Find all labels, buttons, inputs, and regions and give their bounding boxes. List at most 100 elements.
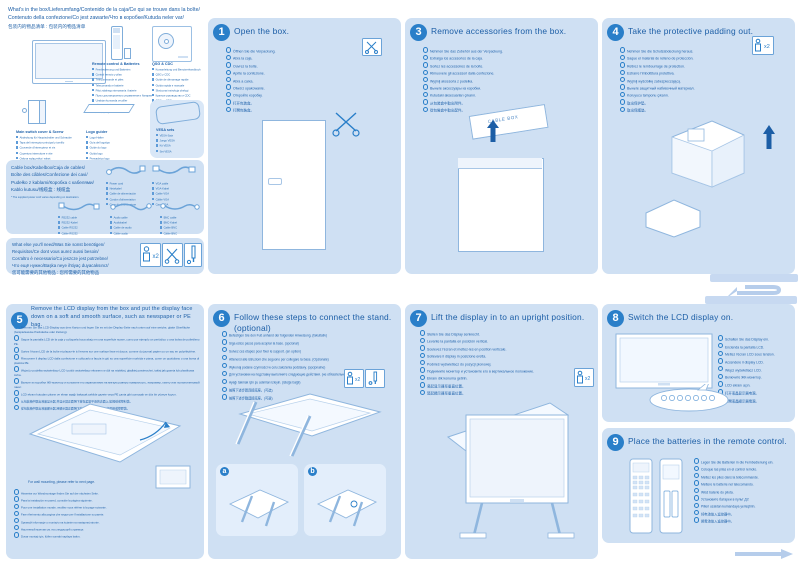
- language-bullet-icon: [694, 510, 700, 516]
- language-bullet-icon: [14, 503, 20, 509]
- step-7-languages: Stellen Sie das Display senkrecht. Levan…: [420, 330, 595, 397]
- bullet-square-icon: [156, 144, 159, 147]
- heading-line-1: What's in the box/Lieferumfang/Contenido…: [8, 7, 200, 13]
- two-persons-icon: x2: [574, 368, 594, 387]
- svg-text:x2: x2: [585, 376, 591, 382]
- language-bullet-icon: [222, 339, 228, 345]
- language-bullet-icon: [222, 347, 228, 353]
- language-bullet-icon: [620, 99, 626, 105]
- bullet-square-icon: [106, 182, 109, 185]
- step-9-badge: 9: [607, 434, 624, 451]
- qsg-cdc-illustration: [152, 26, 192, 62]
- bullet-square-icon: [110, 231, 113, 234]
- bullet-square-icon: [86, 146, 89, 149]
- language-bullet-icon: [718, 358, 724, 364]
- svg-text:x2: x2: [764, 44, 770, 50]
- bullet-square-icon: [58, 216, 61, 219]
- language-bullet-icon: [226, 84, 232, 90]
- remote-front-illustration: [628, 457, 654, 535]
- lcd-display-illustration: [32, 40, 106, 84]
- page-turn-band-bottom: [705, 296, 797, 304]
- language-bullet-icon: [14, 354, 20, 360]
- bullet-square-icon: [152, 192, 155, 195]
- language-bullet-icon: [14, 335, 20, 341]
- bullet-square-icon: [160, 221, 163, 224]
- substep-a-badge: a: [220, 467, 229, 476]
- language-bullet-icon: [222, 394, 228, 400]
- step-8-display-illustration: [614, 332, 714, 390]
- language-bullet-icon: [420, 345, 426, 351]
- bullet-square-icon: [16, 156, 19, 160]
- main-switch-cover-label: Main switch cover & Screw: [16, 130, 64, 134]
- bullet-square-icon: [110, 226, 113, 229]
- bullet-square-icon: [152, 78, 155, 81]
- whats-in-box-heading: What's in the box/Lieferumfang/Contenido…: [8, 6, 203, 30]
- remote-back-battery-illustration: [658, 457, 684, 535]
- vesa-sets-label: VESA sets: [156, 128, 175, 132]
- language-bullet-icon: [14, 390, 20, 396]
- substep-b-illustration: [310, 482, 382, 530]
- language-bullet-icon: [420, 359, 426, 366]
- bullet-square-icon: [156, 149, 159, 152]
- bullet-square-icon: [92, 93, 95, 97]
- control-panel-callout: [648, 379, 730, 412]
- lower-padding-illustration: [638, 195, 708, 239]
- language-bullet-icon: [620, 76, 626, 83]
- cable-box-heading: Cable box/Kabelbox/Caja de cables/ Boîte…: [11, 165, 94, 193]
- batteries-illustration: [124, 48, 131, 59]
- language-bullet-icon: [620, 54, 626, 61]
- step-5-title: Remove the LCD display from the box and …: [31, 306, 193, 328]
- step-3-badge: 3: [410, 24, 427, 41]
- step-9-title: Place the batteries in the remote contro…: [628, 436, 787, 446]
- language-bullet-icon: [226, 62, 232, 68]
- svg-text:x2: x2: [153, 254, 160, 260]
- language-bullet-icon: [222, 378, 228, 385]
- step-4-badge: 4: [607, 24, 624, 41]
- language-bullet-icon: [226, 106, 232, 112]
- bullet-square-icon: [16, 151, 19, 154]
- language-bullet-icon: [423, 84, 429, 90]
- up-arrow-icon: [762, 125, 776, 154]
- up-arrow-icon: [486, 120, 500, 147]
- language-bullet-icon: [694, 495, 700, 501]
- language-bullet-icon: [694, 487, 700, 494]
- bullet-square-icon: [92, 73, 95, 76]
- language-bullet-icon: [420, 337, 426, 344]
- bullet-square-icon: [152, 202, 155, 206]
- remote-control-batteries-label: Remote control & Batteries: [92, 62, 140, 66]
- language-bullet-icon: [694, 517, 700, 523]
- step-4-languages: Nehmen Sie die Schutzabdeckung heraus. S…: [620, 47, 790, 114]
- bullet-square-icon: [106, 187, 109, 190]
- bullet-square-icon: [152, 182, 155, 185]
- remote-control-illustration: [111, 26, 123, 60]
- bullet-square-icon: [152, 88, 155, 92]
- two-persons-icon: x2: [140, 243, 161, 267]
- substep-b-badge: b: [308, 467, 317, 476]
- rs232-cable-illustration: [58, 200, 100, 214]
- step-3-open-box-illustration: [450, 140, 550, 252]
- language-bullet-icon: [423, 99, 429, 105]
- bullet-square-icon: [152, 187, 155, 190]
- language-bullet-icon: [14, 525, 20, 531]
- logo-guider-illustration: [83, 104, 135, 120]
- language-bullet-icon: [718, 366, 724, 372]
- language-bullet-icon: [423, 62, 429, 68]
- step-1-badge: 1: [213, 24, 230, 41]
- language-bullet-icon: [718, 381, 724, 387]
- heading-line-3: 包装内的物品清单 : 包装内的物品清单: [8, 23, 86, 29]
- language-bullet-icon: [423, 54, 429, 61]
- step-1-languages: Öffnen Sie die Verpackung. Abra la caja.…: [226, 47, 386, 114]
- protective-padding-illustration: [660, 115, 756, 195]
- bullet-square-icon: [16, 141, 19, 144]
- bullet-square-icon: [92, 83, 95, 86]
- bullet-square-icon: [86, 156, 89, 160]
- language-bullet-icon: [14, 404, 20, 410]
- language-bullet-icon: [14, 347, 20, 353]
- bullet-square-icon: [152, 68, 155, 71]
- scissors-icon: [162, 243, 183, 267]
- language-bullet-icon: [14, 323, 20, 329]
- bullet-square-icon: [152, 73, 155, 76]
- language-bullet-icon: [226, 91, 232, 98]
- heading-line-2: Contenuto della confezione/Co jest zawar…: [8, 15, 184, 22]
